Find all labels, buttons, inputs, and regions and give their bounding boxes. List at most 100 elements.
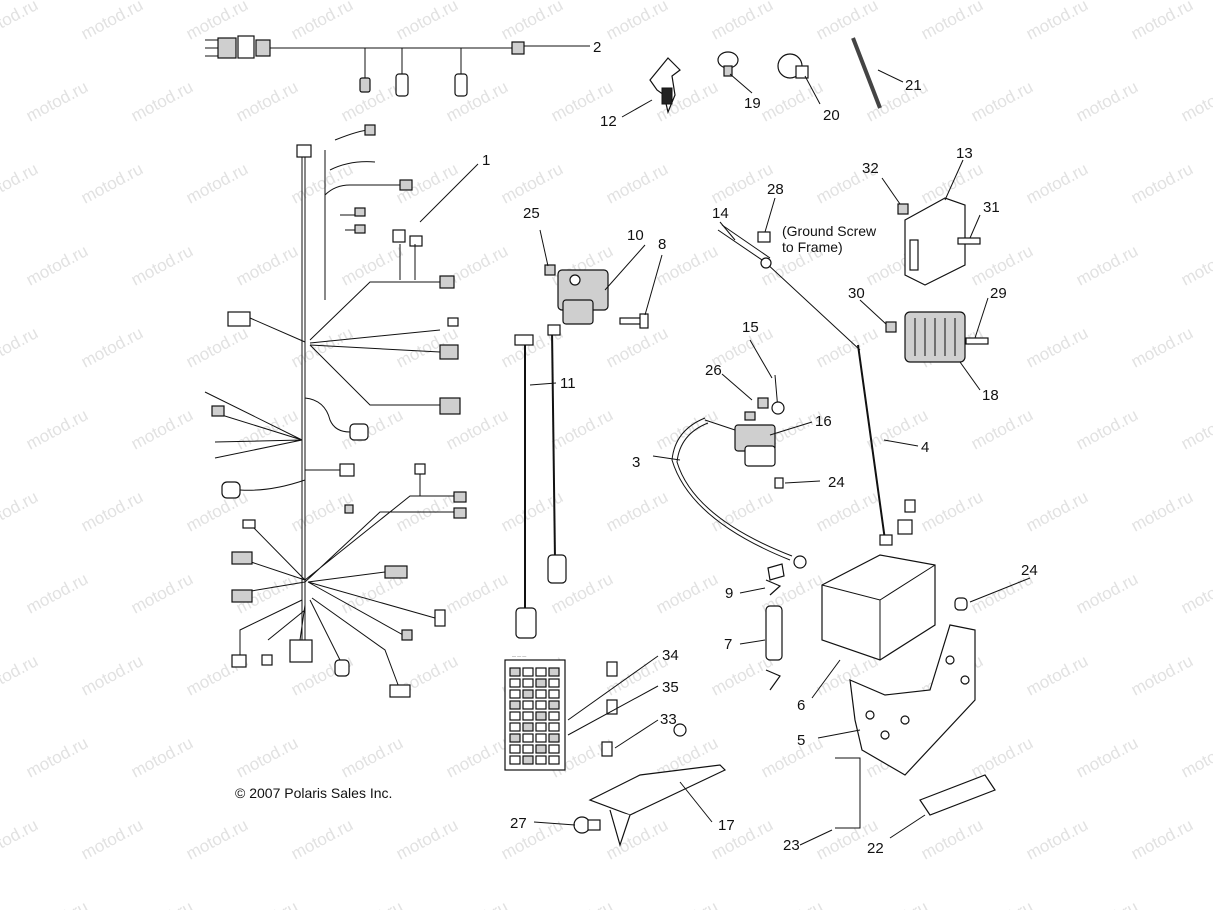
fuse-slot xyxy=(509,700,521,710)
watermark-text: motod.ru xyxy=(1023,323,1091,371)
watermark-text: motod.ru xyxy=(288,815,356,863)
callout-labels: 1 2 3 4 5 6 7 8 9 10 11 12 13 14 15 16 1… xyxy=(482,39,1038,857)
watermark-text: motod.ru xyxy=(708,487,776,535)
fuse-slot xyxy=(509,667,521,677)
connector-part-12 xyxy=(649,57,681,114)
watermark-text: motod.ru xyxy=(603,323,671,371)
fuse-slot xyxy=(522,700,534,710)
watermark-text: motod.ru xyxy=(1178,733,1213,781)
callout-23: 23 xyxy=(783,837,800,854)
watermark-text: motod.ru xyxy=(128,241,196,289)
fuse-slot xyxy=(548,678,560,688)
watermark-text: motod.ru xyxy=(968,77,1036,125)
fuse-slot xyxy=(522,667,534,677)
fuse-slot xyxy=(522,678,534,688)
watermark-text: motod.ru xyxy=(1128,815,1196,863)
watermark-text: motod.ru xyxy=(128,77,196,125)
watermark-text: motod.ru xyxy=(0,159,41,207)
callout-8: 8 xyxy=(658,236,666,253)
fuse-slot xyxy=(548,689,560,699)
watermark-text: motod.ru xyxy=(78,159,146,207)
callout-11: 11 xyxy=(560,375,576,392)
fuse-slot xyxy=(535,689,547,699)
watermark-text: motod.ru xyxy=(968,733,1036,781)
bracket-part-17 xyxy=(588,723,727,848)
watermark-text: motod.ru xyxy=(758,897,826,910)
watermark-text: motod.ru xyxy=(23,897,91,910)
fuse-slot xyxy=(548,722,560,732)
watermark-text: motod.ru xyxy=(758,77,826,125)
watermark-text: motod.ru xyxy=(443,569,511,617)
callout-29: 29 xyxy=(990,285,1007,302)
clip-part-9 xyxy=(765,563,785,596)
spark-plug-wires-part-11 xyxy=(514,324,567,639)
battery-box-part-5 xyxy=(849,624,976,776)
fuse-slot xyxy=(535,722,547,732)
watermark-text: motod.ru xyxy=(968,897,1036,910)
watermark-text: motod.ru xyxy=(1023,815,1091,863)
callout-7: 7 xyxy=(724,636,732,653)
fuse-slot xyxy=(509,678,521,688)
watermark-text: motod.ru xyxy=(968,405,1036,453)
watermark-text: motod.ru xyxy=(0,487,41,535)
watermark-text: motod.ru xyxy=(603,159,671,207)
watermark-text: motod.ru xyxy=(1128,0,1196,44)
fuse-slot xyxy=(522,733,534,743)
watermark-text: motod.ru xyxy=(548,405,616,453)
ground-cable-part-14 xyxy=(717,224,861,351)
clip-part-19 xyxy=(717,51,739,77)
callout-34: 34 xyxy=(662,647,679,664)
watermark-text: motod.ru xyxy=(0,651,41,699)
fuse-slot xyxy=(509,689,521,699)
cable-tie-part-21 xyxy=(851,37,882,109)
nut-part-26 xyxy=(744,397,769,421)
fuse-slot xyxy=(535,678,547,688)
watermark-text: motod.ru xyxy=(128,405,196,453)
fuse-slot xyxy=(522,755,534,765)
watermark-text: motod.ru xyxy=(78,0,146,44)
callout-26: 26 xyxy=(705,362,722,379)
watermark-text: motod.ru xyxy=(603,487,671,535)
watermark-text: motod.ru xyxy=(813,0,881,44)
fuse-slot xyxy=(509,733,521,743)
callout-1: 1 xyxy=(482,152,490,169)
watermark-text: motod.ru xyxy=(78,323,146,371)
fuse-slot xyxy=(535,700,547,710)
cable-part-15 xyxy=(771,374,785,415)
watermark-text: motod.ru xyxy=(968,241,1036,289)
watermark-text: motod.ru xyxy=(1073,569,1141,617)
strap-part-7 xyxy=(765,605,783,691)
watermark-text: motod.ru xyxy=(393,0,461,44)
watermark-text: motod.ru xyxy=(1178,77,1213,125)
battery-cable-part-3 xyxy=(671,417,793,561)
watermark-text: motod.ru xyxy=(183,323,251,371)
nut-part-25 xyxy=(544,264,556,276)
ground-screw-note-line-2: to Frame) xyxy=(782,239,843,255)
fuse-slot xyxy=(548,667,560,677)
callout-28: 28 xyxy=(767,181,784,198)
watermark-text: motod.ru xyxy=(1178,405,1213,453)
watermark-text: motod.ru xyxy=(443,733,511,781)
watermark-text: motod.ru xyxy=(1128,651,1196,699)
harness-strip-part-2 xyxy=(205,35,590,97)
watermark-text: motod.ru xyxy=(548,897,616,910)
watermark-text: motod.ru xyxy=(603,0,671,44)
fuse-slot xyxy=(522,689,534,699)
watermark-text: motod.ru xyxy=(653,897,721,910)
callout-27: 27 xyxy=(510,815,527,832)
watermark-text: motod.ru xyxy=(23,405,91,453)
watermark-text: motod.ru xyxy=(918,487,986,535)
watermark-text: motod.ru xyxy=(1128,323,1196,371)
svg-text:— — —: — — — xyxy=(512,653,526,658)
fuse-slot xyxy=(509,722,521,732)
watermark-text: motod.ru xyxy=(338,897,406,910)
watermark-text: motod.ru xyxy=(338,405,406,453)
fuse-slot xyxy=(535,667,547,677)
watermark-text: motod.ru xyxy=(813,487,881,535)
fuse-slot xyxy=(535,711,547,721)
ground-screw-part-28 xyxy=(757,231,771,243)
watermark-text: motod.ru xyxy=(1023,487,1091,535)
watermark-text: motod.ru xyxy=(1023,0,1091,44)
callout-35: 35 xyxy=(662,679,679,696)
nut-part-32 xyxy=(897,203,909,215)
